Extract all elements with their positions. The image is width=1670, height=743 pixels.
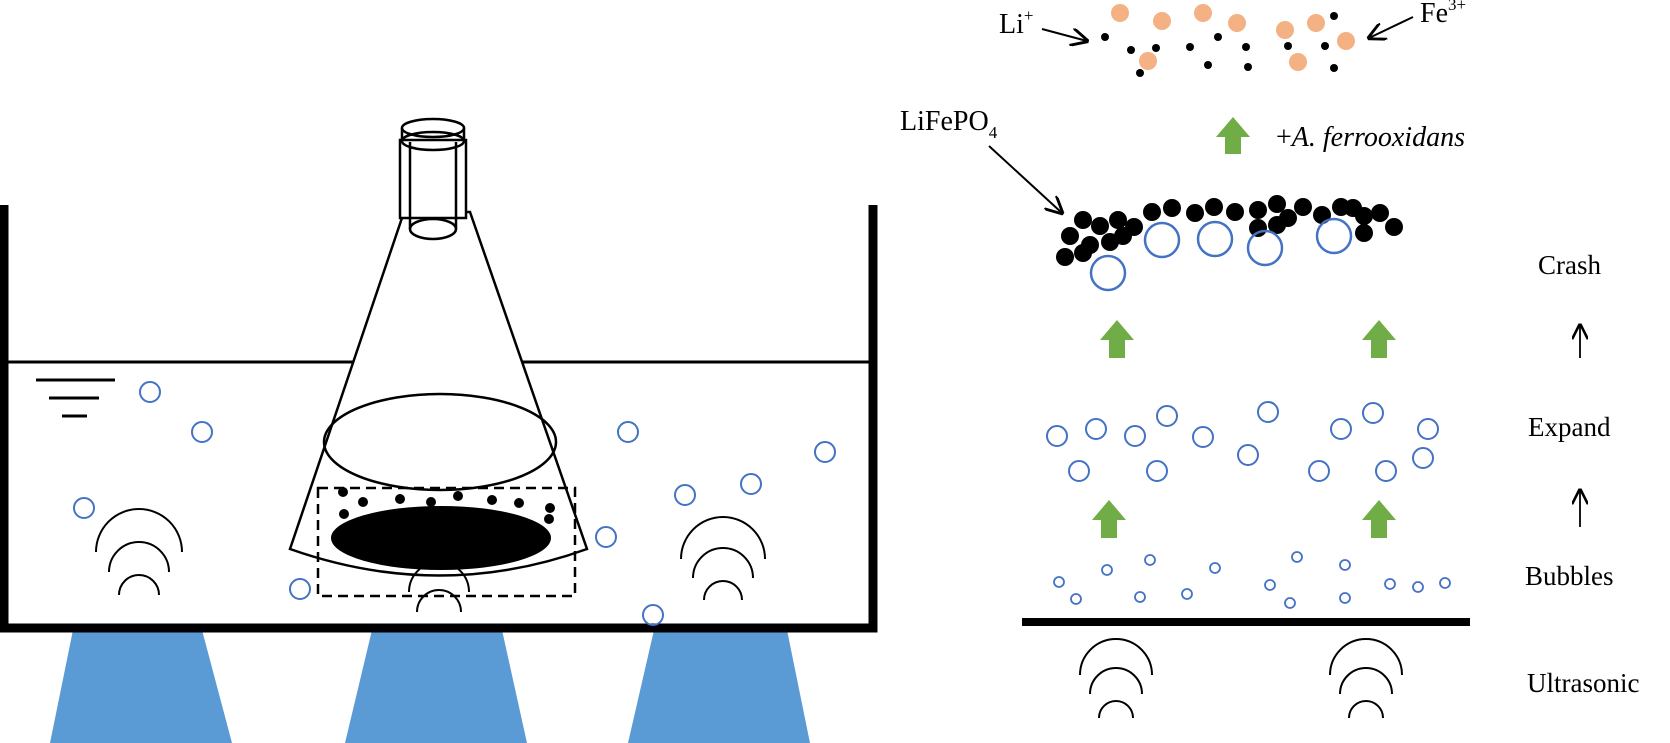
suspended-particles bbox=[338, 487, 555, 524]
ultrasonic-wave-icon bbox=[680, 516, 766, 601]
zoom-box bbox=[316, 486, 577, 598]
ultrasound-beam-center bbox=[345, 630, 527, 743]
up-arrow-icon bbox=[1092, 117, 1396, 538]
ultrasonic-wave-icon bbox=[95, 508, 183, 596]
pointer-arrows bbox=[988, 16, 1414, 213]
mechanism-panel: Li+ Fe3+ LiFePO4 +A. ferrooxidans Crash … bbox=[900, 0, 1639, 719]
ultrasound-beam-left bbox=[50, 630, 232, 743]
li-ion-label: Li+ bbox=[999, 6, 1033, 40]
bubble-icon bbox=[73, 381, 836, 626]
stage-expand-label: Expand bbox=[1528, 412, 1611, 442]
bacteria-label: +A. ferrooxidans bbox=[1276, 122, 1465, 153]
erlenmeyer-flask bbox=[288, 117, 589, 577]
bubble-icon bbox=[1053, 551, 1451, 609]
lifepo4-cluster bbox=[1056, 195, 1403, 292]
stage-crash-label: Crash bbox=[1538, 250, 1601, 280]
li-ions bbox=[1101, 12, 1338, 77]
ultrasonic-wave-icon bbox=[1079, 638, 1153, 719]
bubble-icon bbox=[1046, 401, 1439, 482]
ultrasonic-bath bbox=[0, 117, 878, 743]
tank-wall bbox=[0, 205, 878, 633]
fe-ion-label: Fe3+ bbox=[1420, 0, 1466, 29]
stage-ultrasonic-label: Ultrasonic bbox=[1527, 668, 1639, 698]
ultrasonic-wave-icon bbox=[408, 561, 470, 613]
lifepo4-sediment bbox=[331, 506, 551, 570]
ultrasound-beam-right bbox=[628, 630, 810, 743]
water-level-icon bbox=[36, 378, 115, 418]
ultrasonic-wave-icon bbox=[1329, 638, 1403, 719]
fe-ions bbox=[1111, 4, 1355, 71]
lifepo4-label: LiFePO4 bbox=[900, 106, 998, 142]
stage-bubbles-label: Bubbles bbox=[1525, 561, 1614, 591]
